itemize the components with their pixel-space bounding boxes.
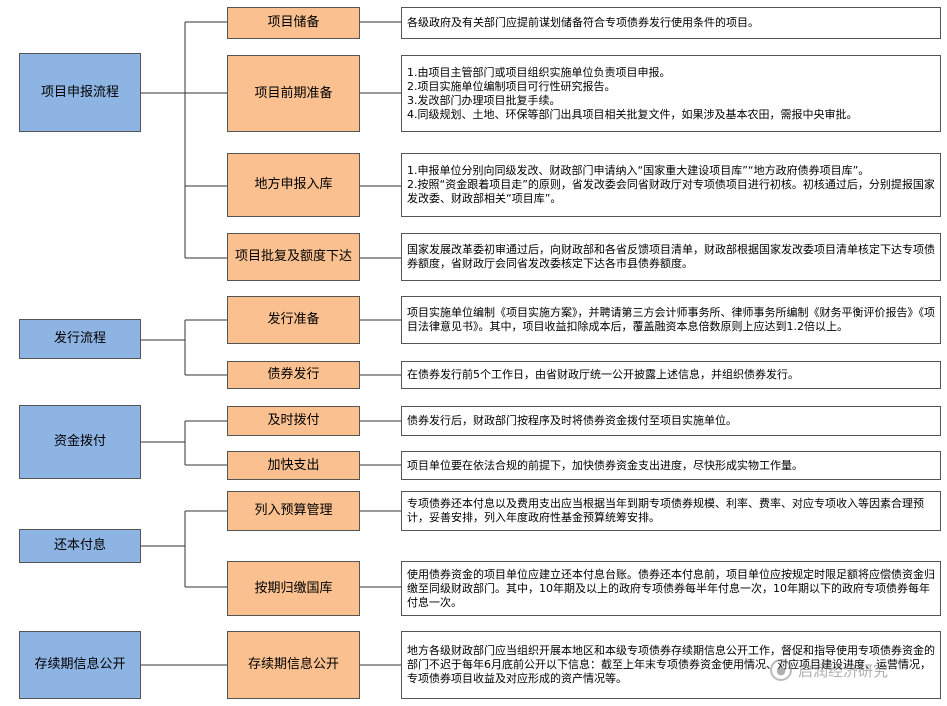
description-text: 1.申报单位分别向同级发改、财政部门申请纳入“国家重大建设项目库”“地方政府债券… bbox=[407, 164, 870, 177]
description-box: 项目单位要在依法合规的前提下，加快债券资金支出进度，尽快形成实物工作量。 bbox=[401, 451, 941, 480]
description-text: 2.按照“资金跟着项目走”的原则，省发改委会同省财政厅对专项债项目进行初核。初核… bbox=[407, 178, 935, 205]
category-box: 发行流程 bbox=[19, 319, 141, 359]
step-box: 项目储备 bbox=[227, 7, 360, 39]
category-label: 项目申报流程 bbox=[40, 84, 119, 100]
description-text: 地方各级财政部门应当组织开展本地区和本级专项债券存续期信息公开工作，督促和指导使… bbox=[407, 644, 935, 685]
step-label: 加快支出 bbox=[267, 457, 320, 473]
wechat-icon: ● bbox=[770, 659, 792, 681]
step-box: 项目前期准备 bbox=[227, 55, 360, 132]
description-text: 债券发行后，财政部门按程序及时将债券资金拨付至项目实施单位。 bbox=[407, 414, 737, 427]
step-box: 按期归缴国库 bbox=[227, 561, 360, 616]
description-text: 2.项目实施单位编制项目可行性研究报告。 bbox=[407, 79, 616, 93]
watermark: ● 启润经济研究 bbox=[770, 655, 935, 685]
watermark-text: 启润经济研究 bbox=[798, 661, 889, 680]
step-label: 列入预算管理 bbox=[254, 503, 333, 518]
description-text: 使用债券资金的项目单位应建立还本付息台账。债券还本付息前，项目单位应按规定时限足… bbox=[407, 567, 935, 609]
description-text: 1.由项目主管部门或项目组织实施单位负责项目申报。 bbox=[407, 65, 671, 79]
category-label: 还本付息 bbox=[53, 538, 106, 553]
description-text: 专项债券还本付息以及费用支出应当根据当年到期专项债券规模、利率、费率、对应专项收… bbox=[407, 497, 924, 524]
description-box: 专项债券还本付息以及费用支出应当根据当年到期专项债券规模、利率、费率、对应专项收… bbox=[401, 491, 941, 531]
step-label: 债券发行 bbox=[267, 367, 320, 382]
description-box: 各级政府及有关部门应提前谋划储备符合专项债券发行使用条件的项目。 bbox=[401, 7, 941, 39]
step-label: 项目前期准备 bbox=[254, 85, 333, 101]
category-label: 资金拨付 bbox=[53, 434, 106, 449]
description-box: 债券发行后，财政部门按程序及时将债券资金拨付至项目实施单位。 bbox=[401, 406, 941, 436]
step-box: 地方申报入库 bbox=[227, 153, 360, 217]
category-box: 资金拨付 bbox=[19, 405, 141, 479]
category-box: 项目申报流程 bbox=[19, 53, 141, 132]
step-box: 项目批复及额度下达 bbox=[227, 233, 360, 281]
description-text: 3.发改部门办理项目批复手续。 bbox=[407, 93, 561, 107]
description-box: 1.申报单位分别向同级发改、财政部门申请纳入“国家重大建设项目库”“地方政府债券… bbox=[401, 153, 941, 217]
step-label: 及时拨付 bbox=[267, 413, 320, 428]
step-box: 及时拨付 bbox=[227, 406, 360, 436]
step-box: 发行准备 bbox=[227, 296, 360, 344]
description-box: 地方各级财政部门应当组织开展本地区和本级专项债券存续期信息公开工作，督促和指导使… bbox=[401, 631, 941, 699]
step-box: 存续期信息公开 bbox=[227, 631, 360, 699]
step-label: 项目储备 bbox=[267, 15, 320, 30]
step-box: 列入预算管理 bbox=[227, 491, 360, 531]
step-label: 发行准备 bbox=[267, 312, 320, 327]
description-text: 各级政府及有关部门应提前谋划储备符合专项债券发行使用条件的项目。 bbox=[407, 16, 759, 29]
description-box: 使用债券资金的项目单位应建立还本付息台账。债券还本付息前，项目单位应按规定时限足… bbox=[401, 561, 941, 616]
description-box: 1.由项目主管部门或项目组织实施单位负责项目申报。 2.项目实施单位编制项目可行… bbox=[401, 55, 941, 132]
step-box: 加快支出 bbox=[227, 451, 360, 480]
step-label: 地方申报入库 bbox=[254, 177, 333, 192]
description-text: 国家发展改革委初审通过后，向财政部和各省反馈项目清单，财政部根据国家发改委项目清… bbox=[407, 243, 935, 270]
step-label: 存续期信息公开 bbox=[247, 657, 339, 672]
description-text: 在债券发行前5个工作日，由省财政厅统一公开披露上述信息，并组织债券发行。 bbox=[407, 368, 799, 381]
category-box: 还本付息 bbox=[19, 529, 141, 563]
description-box: 项目实施单位编制《项目实施方案》，并聘请第三方会计师事务所、律师事务所编制《财务… bbox=[401, 296, 941, 344]
description-box: 在债券发行前5个工作日，由省财政厅统一公开披露上述信息，并组织债券发行。 bbox=[401, 361, 941, 389]
step-label: 按期归缴国库 bbox=[254, 580, 333, 596]
description-text: 项目单位要在依法合规的前提下，加快债券资金支出进度，尽快形成实物工作量。 bbox=[407, 458, 803, 472]
step-label: 项目批复及额度下达 bbox=[234, 249, 352, 264]
description-box: 国家发展改革委初审通过后，向财政部和各省反馈项目清单，财政部根据国家发改委项目清… bbox=[401, 233, 941, 281]
description-text: 项目实施单位编制《项目实施方案》，并聘请第三方会计师事务所、律师事务所编制《财务… bbox=[407, 306, 935, 333]
step-box: 债券发行 bbox=[227, 361, 360, 389]
category-label: 发行流程 bbox=[53, 331, 106, 346]
description-text: 4.同级规划、土地、环保等部门出具项目相关批复文件，如果涉及基本农田，需报中央审… bbox=[407, 107, 858, 121]
category-box: 存续期信息公开 bbox=[19, 631, 141, 699]
category-label: 存续期信息公开 bbox=[34, 657, 126, 672]
